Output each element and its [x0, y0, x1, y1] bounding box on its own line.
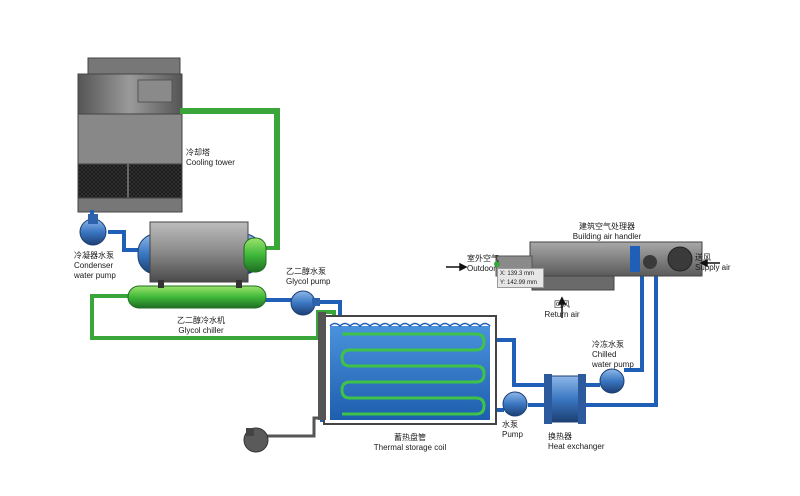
water-pump-label: 水泵 Pump: [502, 420, 523, 440]
water-pump-en: Pump: [502, 430, 523, 439]
glycol-chiller: [127, 221, 267, 309]
cooling-tower-cn: 冷却塔: [186, 148, 210, 157]
supply-air-en: Supply air: [695, 263, 731, 272]
tooltip-x: X: 139.3 mm: [500, 271, 535, 277]
glycol-pump: [290, 290, 320, 316]
air-arrows: [446, 258, 720, 318]
glycol-pump-label: 乙二醇水泵 Glycol pump: [286, 267, 330, 287]
return-air-cn: 回风: [554, 300, 570, 309]
supply-air-label: 送风 Supply air: [695, 253, 731, 273]
cooling-tower-label: 冷却塔 Cooling tower: [186, 148, 235, 168]
condenser-pump-en2: water pump: [74, 271, 116, 280]
air-handler-en: Building air handler: [572, 232, 642, 241]
drain-pipe: [262, 416, 330, 438]
glycol-chiller-cn: 乙二醇冷水机: [177, 316, 225, 325]
chilled-pump-en1: Chilled: [592, 350, 617, 359]
heat-exchanger: [544, 374, 586, 424]
green-pipes: [180, 108, 280, 250]
heat-exchanger-label: 换热器 Heat exchanger: [548, 432, 604, 452]
glycol-chiller-en: Glycol chiller: [178, 326, 224, 335]
drain-blower: [243, 427, 269, 453]
glycol-chiller-label: 乙二醇冷水机 Glycol chiller: [158, 316, 244, 336]
air-handler-cn: 建筑空气处理器: [579, 222, 635, 231]
storage-coil-label: 蓄热盘管 Thermal storage coil: [360, 433, 460, 453]
chilled-water-pump: [599, 368, 625, 394]
chilled-pump-label: 冷冻水泵 Chilled water pump: [592, 340, 634, 370]
condenser-pump-label: 冷凝器水泵 Condenser water pump: [74, 251, 116, 281]
supply-air-cn: 送风: [695, 253, 711, 262]
heat-exchanger-en: Heat exchanger: [548, 442, 605, 451]
condenser-pump-cn: 冷凝器水泵: [74, 251, 114, 260]
chilled-pump-cn: 冷冻水泵: [592, 340, 624, 349]
storage-coil-en: Thermal storage coil: [373, 443, 447, 452]
heat-exchanger-cn: 换热器: [548, 432, 572, 441]
storage-coil: [340, 332, 486, 416]
air-handler-label: 建筑空气处理器 Building air handler: [552, 222, 662, 242]
tooltip-y: Y: 142.99 mm: [500, 280, 538, 286]
return-air-label: 回风 Return air: [540, 300, 584, 320]
thermal-storage-tank: [318, 312, 497, 425]
measure-tooltip: X: 139.3 mm Y: 142.99 mm: [497, 268, 544, 288]
glycol-pump-cn: 乙二醇水泵: [286, 267, 326, 276]
water-pump-cn: 水泵: [502, 420, 518, 429]
storage-coil-cn: 蓄热盘管: [394, 433, 426, 442]
return-air-en: Return air: [544, 310, 580, 319]
air-handler: [495, 241, 703, 291]
water-pump: [502, 391, 528, 417]
outdoor-air-cn: 室外空气: [467, 254, 499, 263]
cooling-tower: [77, 57, 183, 213]
chilled-pump-en2: water pump: [592, 360, 634, 369]
outdoor-air-label: 室外空气 Outdoor: [467, 254, 499, 274]
cooling-tower-en: Cooling tower: [186, 158, 235, 167]
condenser-pump: [79, 214, 107, 246]
condenser-pump-en1: Condenser: [74, 261, 114, 270]
glycol-pump-en: Glycol pump: [286, 277, 331, 286]
outdoor-air-en: Outdoor: [467, 264, 496, 273]
